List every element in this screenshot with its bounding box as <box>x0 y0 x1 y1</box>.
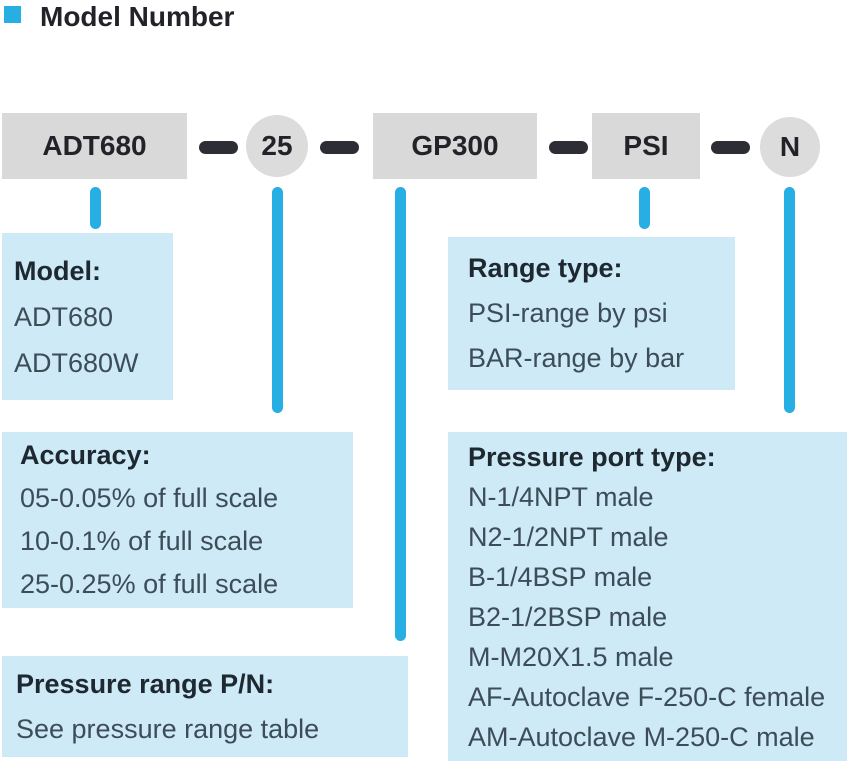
callout-line: AM-Autoclave M-250-C male <box>468 721 815 752</box>
callout-title: Pressure port type: <box>468 441 716 472</box>
callout-pressure-port: Pressure port type: N-1/4NPT male N2-1/2… <box>448 432 847 761</box>
separator-dash <box>711 141 750 154</box>
separator-dash <box>549 141 588 154</box>
callout-line: M-M20X1.5 male <box>468 641 674 672</box>
callout-line: 25-0.25% of full scale <box>20 569 279 599</box>
callout-line: See pressure range table <box>16 713 320 744</box>
callout-line: B-1/4BSP male <box>468 561 653 592</box>
callout-line: N2-1/2NPT male <box>468 521 669 552</box>
connector-line-model <box>90 187 101 229</box>
separator-dash <box>199 141 238 154</box>
callout-line: AF-Autoclave F-250-C female <box>468 681 826 712</box>
callout-line: ADT680W <box>14 347 139 378</box>
model-segment-range-type: PSI <box>592 113 700 179</box>
model-segment-port-type: N <box>760 117 820 177</box>
callout-title: Model: <box>14 255 101 286</box>
connector-line-pressure-range <box>395 187 406 641</box>
callout-line: 05-0.05% of full scale <box>20 483 279 513</box>
callout-line: BAR-range by bar <box>468 343 685 373</box>
separator-dash <box>320 141 359 154</box>
callout-line: PSI-range by psi <box>468 298 668 328</box>
callout-model: Model: ADT680 ADT680W <box>2 233 173 400</box>
callout-title: Range type: <box>468 253 623 283</box>
connector-line-range-type <box>639 187 650 229</box>
connector-line-accuracy <box>272 187 283 413</box>
callout-pressure-range: Pressure range P/N: See pressure range t… <box>2 656 408 757</box>
callout-title: Accuracy: <box>20 440 151 470</box>
callout-accuracy: Accuracy: 05-0.05% of full scale 10-0.1%… <box>2 432 353 608</box>
callout-line: B2-1/2BSP male <box>468 601 668 632</box>
model-segment-adt680: ADT680 <box>2 113 187 179</box>
page-title: Model Number <box>40 1 235 32</box>
model-segment-range-code: GP300 <box>373 113 537 179</box>
callout-line: ADT680 <box>14 301 114 332</box>
callout-line: 10-0.1% of full scale <box>20 526 264 556</box>
callout-line: N-1/4NPT male <box>468 481 654 512</box>
model-segment-accuracy-code: 25 <box>246 115 308 177</box>
callout-range-type: Range type: PSI-range by psi BAR-range b… <box>448 237 735 390</box>
section-bullet-icon <box>4 6 21 23</box>
connector-line-pressure-port <box>784 187 795 413</box>
callout-title: Pressure range P/N: <box>16 668 275 699</box>
